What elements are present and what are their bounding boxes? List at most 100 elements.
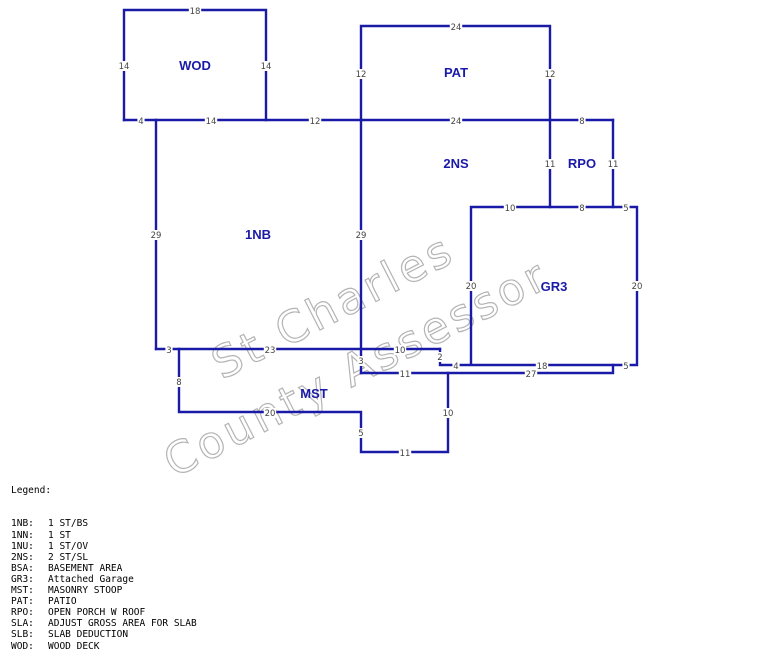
legend-code: GR3: xyxy=(11,573,34,585)
dimension-label-bg xyxy=(449,22,463,32)
dimension-label-bg xyxy=(622,203,630,213)
legend-code: SLB: xyxy=(11,629,34,641)
dimension-label-gr-top-8: 8 xyxy=(579,204,584,214)
legend-item: WOD:WOOD DECK xyxy=(11,641,197,652)
dimension-label-stoop-3: 3 xyxy=(358,357,363,367)
legend-item: MST: MASONRY STOOP xyxy=(11,585,197,596)
dimension-label-nb-bottom-23: 23 xyxy=(265,346,276,356)
dimension-label-gr-left: 20 xyxy=(466,282,477,292)
dimension-label-bg xyxy=(393,345,407,355)
legend-description: PATIO xyxy=(48,596,77,608)
legend-description: MASONRY STOOP xyxy=(48,585,123,597)
dimension-label-mst-left: 8 xyxy=(176,378,181,388)
dimension-label-bg xyxy=(622,361,630,371)
dimension-label-nb-left: 29 xyxy=(151,231,162,241)
dimension-label-gr-bottom-18: 18 xyxy=(537,362,548,372)
legend-code: MST: xyxy=(11,585,34,597)
dimension-label-bg xyxy=(606,159,620,169)
dimension-label-nb-bottom-10: 10 xyxy=(395,346,406,356)
dimension-label-bg xyxy=(630,281,644,291)
legend-description: WOOD DECK xyxy=(48,640,100,652)
legend-item: 1NN:1 ST xyxy=(11,530,197,541)
dimension-label-wod-bottom: 14 xyxy=(206,117,217,127)
dimension-label-wod-right: 14 xyxy=(261,62,272,72)
area-label-pat: PAT xyxy=(444,65,468,80)
dimension-label-bg xyxy=(398,369,412,379)
dimension-label-bg xyxy=(165,345,173,355)
dimension-label-step-2: 2 xyxy=(437,353,442,363)
legend-description: SLAB DEDUCTION xyxy=(48,629,129,641)
legend-description: 1 ST/BS xyxy=(48,518,89,530)
dimension-label-bg xyxy=(175,377,183,387)
legend-item: SLB: SLAB DEDUCTION xyxy=(11,629,197,640)
legend-code: PAT: xyxy=(11,596,34,608)
twons-bottom-edge xyxy=(359,363,615,375)
dimension-label-twons-left: 29 xyxy=(356,231,367,241)
dimension-label-bg xyxy=(149,230,163,240)
area-label-rpo: RPO xyxy=(568,156,596,171)
legend-item: GR3: Attached Garage xyxy=(11,574,197,585)
dimension-label-bg xyxy=(535,361,549,371)
legend-code: 1NB: xyxy=(11,518,34,530)
dimension-label-pat-bottom: 24 xyxy=(451,117,462,127)
dimension-label-bg xyxy=(578,116,586,126)
watermark: St Charles County Assessor xyxy=(155,223,558,488)
dimension-label-gr-bottom-corner: 5 xyxy=(623,362,628,372)
dimension-label-bg xyxy=(263,345,277,355)
dimension-label-gr-top-corner: 5 xyxy=(623,204,628,214)
legend-code: 2NS: xyxy=(11,551,34,563)
dimension-label-mst-base: 11 xyxy=(400,449,411,459)
dimension-label-wod-left: 14 xyxy=(119,62,130,72)
legend-item: 2NS: 2 ST/SL xyxy=(11,552,197,563)
dimension-label-bg xyxy=(354,230,368,240)
dimension-label-gr-right: 20 xyxy=(632,282,643,292)
area-label-1nb: 1NB xyxy=(245,227,271,242)
legend-code: RPO: xyxy=(11,607,34,619)
legend-code: BSA: xyxy=(11,562,34,574)
dimension-label-mst-bottom: 20 xyxy=(265,409,276,419)
dimension-label-bg xyxy=(449,116,463,126)
legend-title: Legend: xyxy=(11,485,52,497)
legend-description: 2 ST/SL xyxy=(48,551,89,563)
dimension-label-bottom-27: 27 xyxy=(526,370,537,380)
dimension-label-bg xyxy=(436,352,444,362)
dimension-label-wod-bottom-left: 4 xyxy=(138,117,143,127)
dimension-label-line-12: 12 xyxy=(310,117,321,127)
dimension-label-bg xyxy=(543,69,557,79)
dimension-label-bg xyxy=(452,361,460,371)
legend-item: 1NU:1 ST/OV xyxy=(11,541,197,552)
dimension-label-bg xyxy=(398,448,412,458)
dimension-label-bg xyxy=(188,6,202,16)
dimension-label-bg xyxy=(578,203,586,213)
dimension-label-bg xyxy=(117,61,131,71)
dimension-label-nb-bottom-3: 3 xyxy=(166,346,171,356)
dimension-label-step-4: 4 xyxy=(453,362,458,372)
dimension-label-mst-notch: 5 xyxy=(358,429,363,439)
legend-description: OPEN PORCH W ROOF xyxy=(48,607,146,619)
dimension-label-rpo-right: 11 xyxy=(608,160,619,170)
dimension-label-bg xyxy=(308,116,322,126)
dimension-label-gr-top-10: 10 xyxy=(505,204,516,214)
legend-description: BASEMENT AREA xyxy=(48,562,123,574)
legend-code: 1NN: xyxy=(11,529,34,541)
dimension-label-wod-top: 18 xyxy=(190,7,201,17)
dimension-label-mst-right: 10 xyxy=(443,409,454,419)
dimension-label-bg xyxy=(543,159,557,169)
dimension-label-bg xyxy=(137,116,145,126)
area-label-mst: MST xyxy=(300,386,328,401)
dimension-label-bg xyxy=(503,203,517,213)
legend-description: Attached Garage xyxy=(48,573,134,585)
dimension-label-pat-top: 24 xyxy=(451,23,462,33)
dimension-label-bg xyxy=(464,281,478,291)
area-label-wod: WOD xyxy=(179,58,211,73)
dimension-label-bg xyxy=(259,61,273,71)
area-label-2ns: 2NS xyxy=(443,156,469,171)
dimension-label-bg xyxy=(354,69,368,79)
legend-code: 1NU: xyxy=(11,540,34,552)
legend-item: RPO: OPEN PORCH W ROOF xyxy=(11,607,197,618)
dimension-label-rpo-left: 11 xyxy=(545,160,556,170)
